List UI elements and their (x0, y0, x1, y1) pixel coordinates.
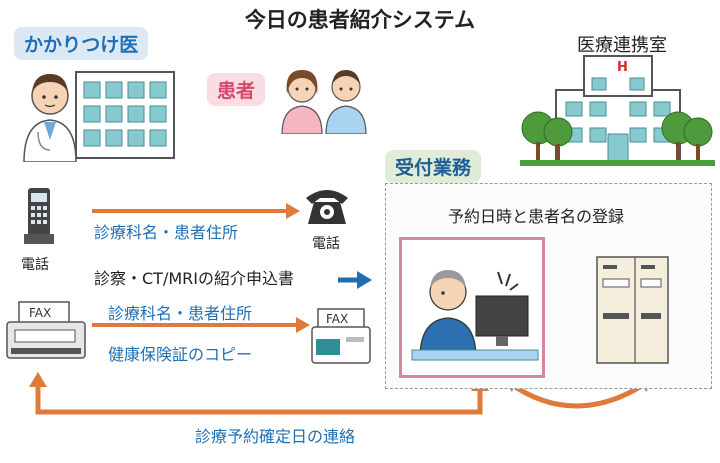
phone-right-icon (306, 190, 348, 224)
referral-docs-label: 診察・CT/MRIの紹介申込書 (94, 269, 294, 288)
phone-left-icon (24, 188, 54, 244)
receptionist-illustration (411, 270, 539, 361)
fax-right-icon (311, 308, 371, 364)
phone-message-label: 診療科名・患者住所 (94, 223, 239, 242)
reception-task-label: 予約日時と患者名の登録 (448, 207, 625, 226)
fax-left-label: FAX (29, 306, 52, 320)
fax-message-2-label: 健康保険証のコピー (108, 345, 253, 364)
phone-left-label: 電話 (21, 257, 49, 273)
fax-left-icon (6, 301, 86, 359)
hospital-label: 医療連携室 (577, 35, 667, 56)
hospital-sign-h: H (617, 60, 628, 75)
return-message-label: 診療予約確定日の連絡 (195, 427, 356, 446)
patient-label: 患者 (207, 73, 266, 106)
doctor-clinic-illustration (23, 71, 175, 162)
patients-illustration (281, 70, 367, 134)
clinic-label: かかりつけ医 (14, 27, 149, 60)
receptionist-frame (399, 237, 545, 378)
reception-label: 受付業務 (385, 150, 482, 183)
fax-message-1-label: 診療科名・患者住所 (108, 304, 253, 323)
filing-cabinet-illustration (596, 256, 669, 364)
hospital-building-illustration (520, 55, 715, 166)
page-title: 今日の患者紹介システム (244, 8, 476, 32)
phone-right-label: 電話 (312, 236, 340, 252)
fax-right-label: FAX (326, 312, 349, 326)
